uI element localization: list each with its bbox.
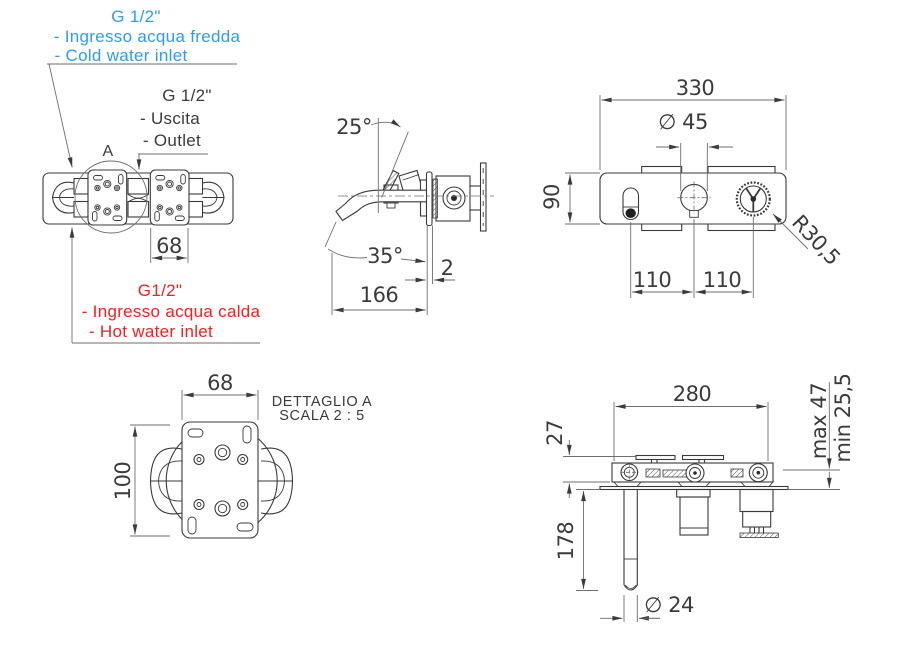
cold-inlet-label-size: G 1/2" xyxy=(111,7,161,26)
hot-inlet-label-it: - Ingresso acqua calda xyxy=(81,302,261,321)
outlet-label-size: G 1/2" xyxy=(162,86,212,105)
detail-title: DETTAGLIO A xyxy=(271,394,373,410)
dim-110-right-text: 110 xyxy=(702,268,742,292)
outlet-label-it: - Uscita xyxy=(139,109,201,128)
dim-330 xyxy=(599,95,787,170)
hot-inlet-label-size: G1/2" xyxy=(137,281,183,300)
dim-90 xyxy=(565,172,600,225)
detail-scale: SCALA 2 : 5 xyxy=(279,408,365,424)
dim-max47-text: max 47 xyxy=(807,382,831,460)
dim-178-text: 178 xyxy=(554,521,578,561)
dim-330-text: 330 xyxy=(675,76,715,100)
front-view xyxy=(565,95,809,298)
dim-max-min xyxy=(783,382,840,490)
rear-view xyxy=(42,63,260,344)
detail-a-circle xyxy=(74,160,148,234)
dim-25deg-text: 25° xyxy=(336,115,372,139)
dim-100-text: 100 xyxy=(111,461,135,501)
hot-inlet-label-en: - Hot water inlet xyxy=(88,322,214,341)
dim-178 xyxy=(576,489,600,591)
detail-a-marker: A xyxy=(102,143,114,160)
dim-r305-leader xyxy=(772,213,809,250)
side-view xyxy=(324,118,494,315)
dim-25deg xyxy=(370,118,409,213)
dim-166-text: 166 xyxy=(359,283,399,307)
dim-68-detail-text: 68 xyxy=(207,371,233,395)
dim-110-left-text: 110 xyxy=(632,268,672,292)
dim-68-rear xyxy=(150,228,189,263)
dim-280 xyxy=(613,402,769,461)
dim-280-text: 280 xyxy=(672,382,712,406)
dim-27 xyxy=(563,440,636,498)
dim-d45-text: ∅ 45 xyxy=(658,110,708,134)
dim-2-text: 2 xyxy=(440,256,454,280)
dim-d24 xyxy=(600,595,660,622)
cold-inlet-label-en: - Cold water inlet xyxy=(54,46,188,65)
dim-100 xyxy=(130,424,170,537)
dim-d24-text: ∅ 24 xyxy=(644,593,694,617)
outlet-label-en: - Outlet xyxy=(142,131,202,150)
dim-d45 xyxy=(656,143,733,191)
dim-68-detail xyxy=(181,390,259,420)
dim-35deg-text: 35° xyxy=(367,244,403,268)
dim-110-110 xyxy=(630,217,754,298)
dim-35deg xyxy=(324,221,426,264)
detail-a-view xyxy=(130,390,294,539)
dim-min255-text: min 25,5 xyxy=(831,373,855,463)
dim-90-text: 90 xyxy=(540,184,564,210)
cold-inlet-label-it: - Ingresso acqua fredda xyxy=(53,27,241,46)
installation-view xyxy=(563,382,840,622)
dim-27-text: 27 xyxy=(543,420,567,446)
dim-166 xyxy=(331,253,426,315)
label-leaders xyxy=(47,63,260,344)
dim-68-rear-text: 68 xyxy=(156,234,182,258)
